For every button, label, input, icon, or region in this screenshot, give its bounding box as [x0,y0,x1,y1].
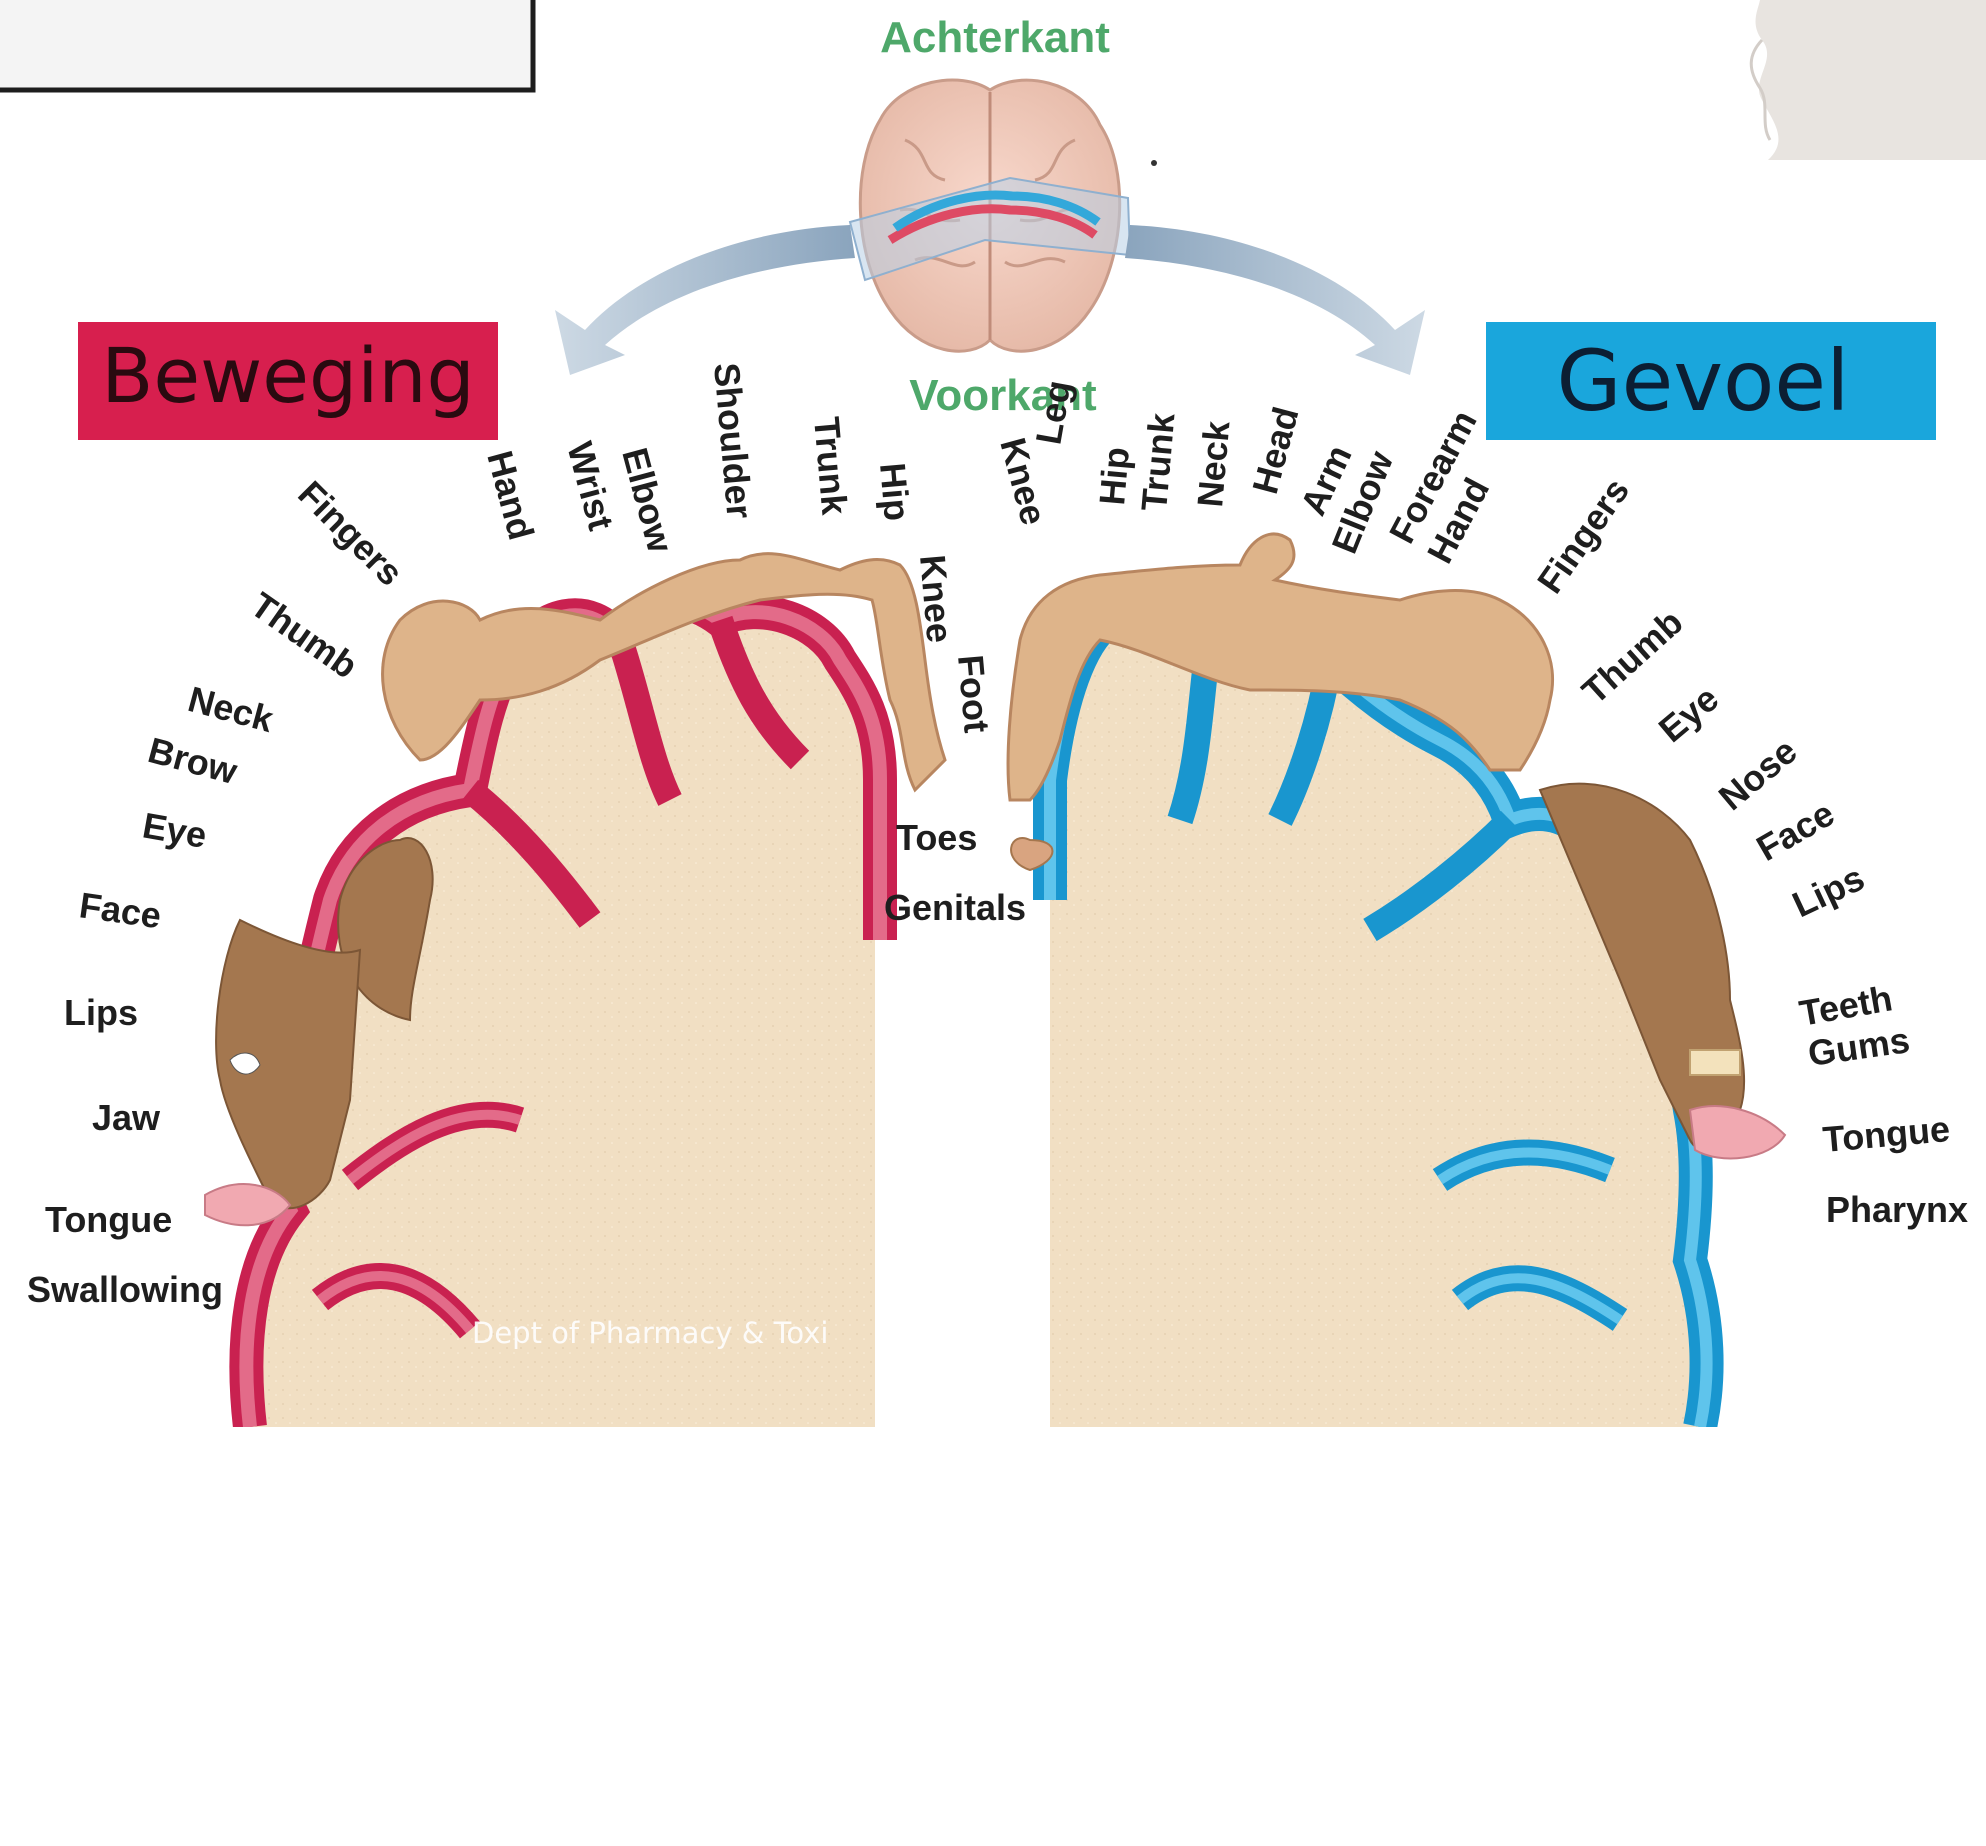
sensory-label-knee: Knee [992,433,1054,529]
motor-label-jaw: Jaw [92,1097,161,1138]
sensory-label-fingers: Fingers [1529,471,1637,601]
motor-label-trunk: Trunk [806,415,855,517]
motor-label-thumb: Thumb [243,584,365,686]
sensory-label-nose: Nose [1711,730,1805,818]
footer-spacer [472,1542,828,1580]
banner-gevoel: Gevoel [1486,322,1936,440]
motor-label-elbow: Elbow [614,443,681,557]
footer-phone: T +3143 388 1343 [472,1656,828,1694]
homunculus-diagram: Beweging Gevoel Achterkant Voorkant [0,0,1986,1427]
sensory-label-lips: Lips [1786,857,1870,925]
sensory-label-thumb: Thumb [1574,601,1691,712]
sensory-label-hip: Hip [1091,445,1137,506]
sensory-label-tongue: Tongue [1821,1108,1951,1160]
sensory-label-face: Face [1750,792,1842,869]
motor-label-eye: Eye [140,805,210,857]
motor-label-shoulder: Shoulder [706,361,760,520]
footer-dept-line2: Dept of Titel [472,1428,828,1466]
motor-label-face: Face [77,884,164,936]
motor-label-neck: Neck [184,678,279,740]
arrow-right [1125,225,1425,375]
motor-label-hip: Hip [872,461,918,522]
top-left-frame [0,0,533,90]
motor-label-brow: Brow [144,729,243,792]
brain-top-view [850,80,1130,351]
sensory-label-trunk: Trunk [1133,411,1182,513]
sensory-label-head: Head [1244,402,1306,498]
arrow-left [555,225,855,375]
motor-label-swallowing: Swallowing [27,1269,223,1310]
motor-label-knee: Knee [912,553,961,644]
motor-label-tongue: Tongue [45,1199,172,1240]
banner-gevoel-text: Gevoel [1557,332,1850,430]
top-right-face-image [1751,0,1986,160]
footer-contact: Dept of Pharmacy & Toxi Dept of Titel T … [472,1238,828,1846]
motor-label-lips: Lips [64,992,138,1033]
sensory-label-pharynx: Pharynx [1826,1189,1968,1230]
motor-label-fingers: Fingers [290,473,411,594]
footer-dept-line1: Dept of Pharmacy & Toxi [472,1314,828,1352]
label-achterkant: Achterkant [880,13,1110,62]
footer-fax: F +3143 388 4149 [472,1770,828,1808]
stray-dot [1151,160,1157,166]
sensory-label-genitals: Genitals [884,887,1026,928]
sensory-label-eye: Eye [1651,678,1726,751]
motor-label-foot: Foot [950,653,998,734]
motor-label-wrist: Wrist [559,437,622,534]
motor-label-toes: Toes [896,817,977,858]
banner-beweging-text: Beweging [101,331,475,420]
sensory-cortex-section [1050,609,1707,1427]
banner-beweging: Beweging [78,322,498,440]
motor-label-hand: Hand [479,446,542,544]
sensory-label-neck: Neck [1189,418,1237,508]
